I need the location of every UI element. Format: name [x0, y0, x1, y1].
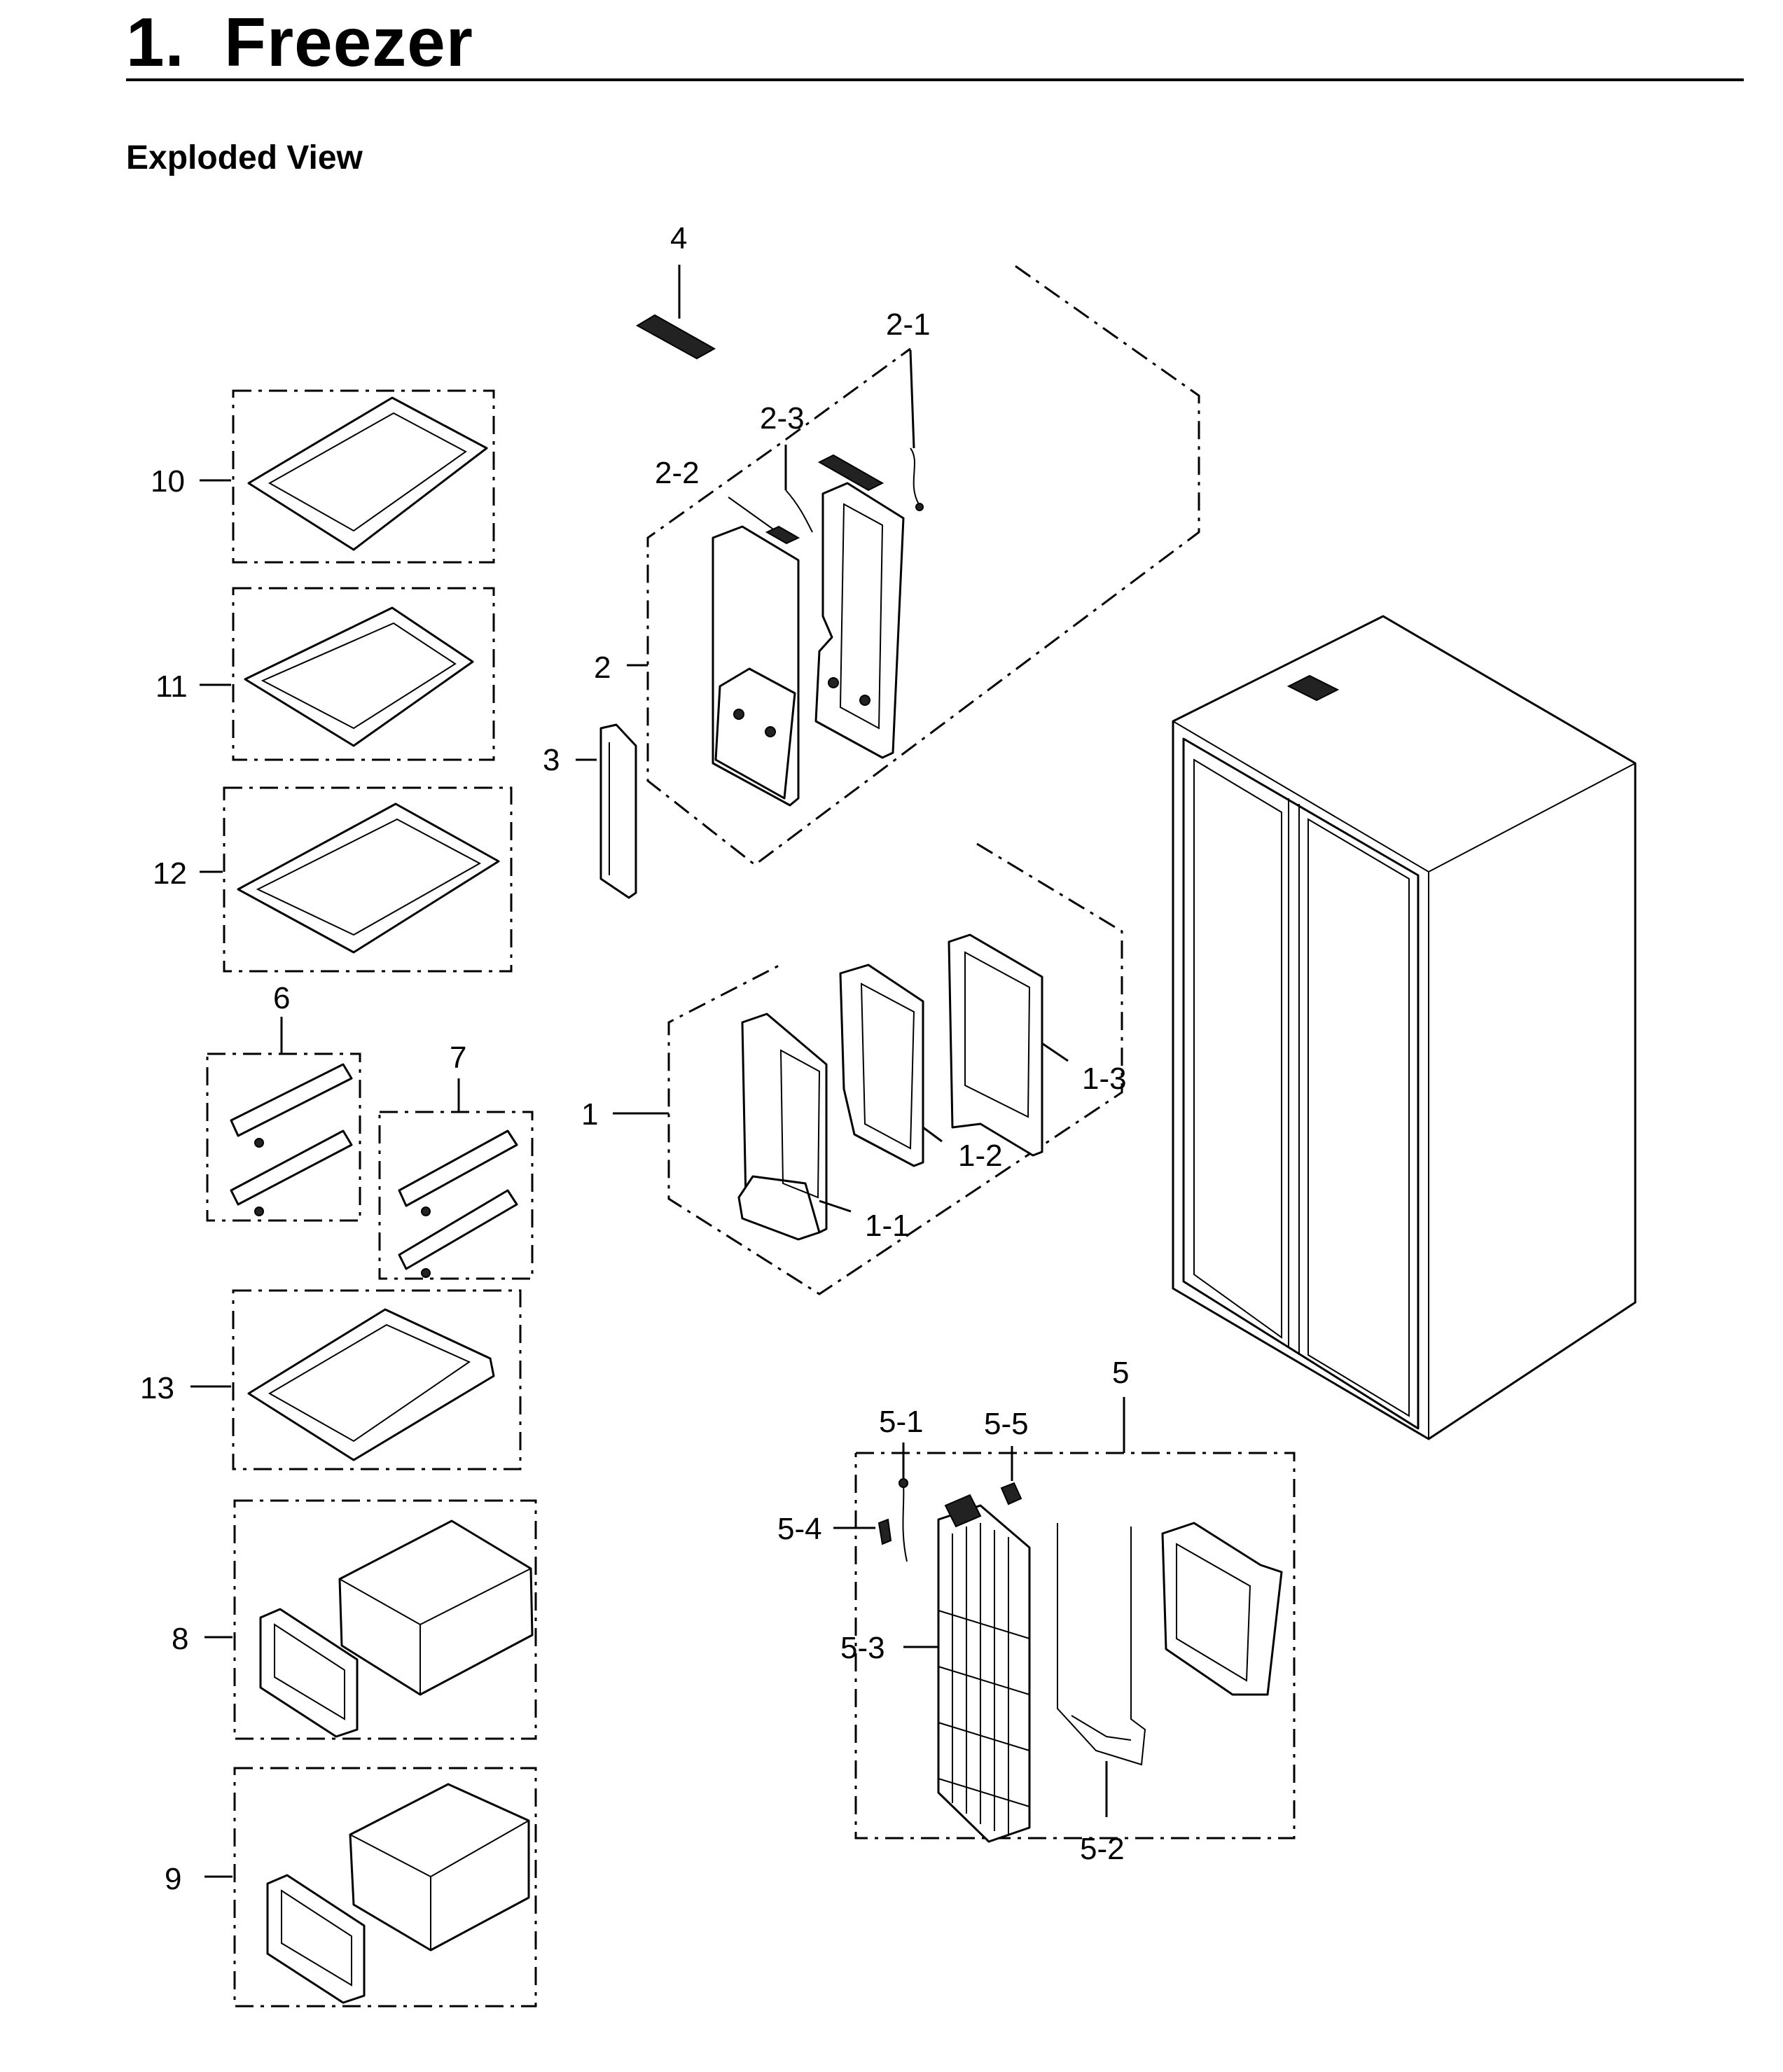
- part-5-4-sensor: 5-4: [777, 1512, 892, 1546]
- callout-8: 8: [172, 1622, 188, 1656]
- callout-4: 4: [670, 221, 687, 256]
- title-rule: [126, 78, 1744, 81]
- callout-11: 11: [155, 669, 188, 704]
- callout-12: 12: [153, 856, 187, 891]
- callout-1-3: 1-3: [1082, 1062, 1127, 1096]
- part-5-3-evaporator: 5-3: [840, 1494, 1031, 1843]
- callout-10: 10: [151, 464, 185, 499]
- part-1-1-cover: 1-1: [737, 1013, 910, 1243]
- part-2-assembly: 2: [594, 265, 1200, 866]
- part-5-2-heater: 5-2: [1057, 1523, 1146, 1866]
- callout-1: 1: [581, 1097, 598, 1132]
- part-2-1-sensor: 2-1: [886, 307, 931, 511]
- part-5-evaporator-assembly: 5: [854, 1356, 1296, 1840]
- section-subtitle: Exploded View: [126, 139, 363, 176]
- callout-2-1: 2-1: [886, 307, 931, 342]
- callout-2-2: 2-2: [655, 456, 700, 490]
- callout-13: 13: [140, 1371, 174, 1405]
- part-13-shelf: 13: [140, 1289, 522, 1470]
- refrigerator-cabinet: [1172, 615, 1637, 1440]
- part-9-drawer: 9: [165, 1767, 537, 2008]
- part-1-assembly: 1: [581, 842, 1123, 1295]
- part-2-3-harness: 2-3: [760, 401, 813, 533]
- callout-1-2: 1-2: [958, 1139, 1003, 1173]
- part-1-3-cover: 1-3: [948, 933, 1127, 1157]
- part-1-2-cover: 1-2: [839, 964, 1003, 1173]
- callout-9: 9: [165, 1862, 181, 1896]
- callout-5-1: 5-1: [879, 1405, 924, 1439]
- callout-5-2: 5-2: [1080, 1832, 1125, 1866]
- callout-7: 7: [450, 1041, 466, 1075]
- part-7-rails: 7: [378, 1041, 534, 1280]
- part-10-shelf: 10: [151, 389, 495, 564]
- part-5-1-clip: 5-1: [879, 1405, 924, 1562]
- part-6-rails: 6: [206, 981, 361, 1222]
- callout-3: 3: [543, 743, 560, 777]
- part-11-shelf: 11: [155, 587, 495, 761]
- part-2-2-cover: 2-2: [655, 456, 800, 545]
- callout-2: 2: [594, 651, 611, 685]
- callout-1-1: 1-1: [865, 1209, 910, 1243]
- callout-5-3: 5-3: [840, 1631, 885, 1665]
- page-title: 1. Freezer: [126, 4, 473, 81]
- callout-6: 6: [273, 981, 290, 1015]
- callout-5-5: 5-5: [984, 1407, 1029, 1441]
- part-4-bracket: 4: [635, 221, 716, 360]
- callout-5-4: 5-4: [777, 1512, 822, 1546]
- part-5-5-fuse: 5-5: [984, 1407, 1029, 1506]
- callout-5: 5: [1112, 1356, 1129, 1390]
- part-12-shelf: 12: [153, 786, 513, 973]
- part-3-duct: 3: [543, 723, 637, 899]
- part-8-drawer: 8: [172, 1499, 537, 1740]
- callout-2-3: 2-3: [760, 401, 805, 436]
